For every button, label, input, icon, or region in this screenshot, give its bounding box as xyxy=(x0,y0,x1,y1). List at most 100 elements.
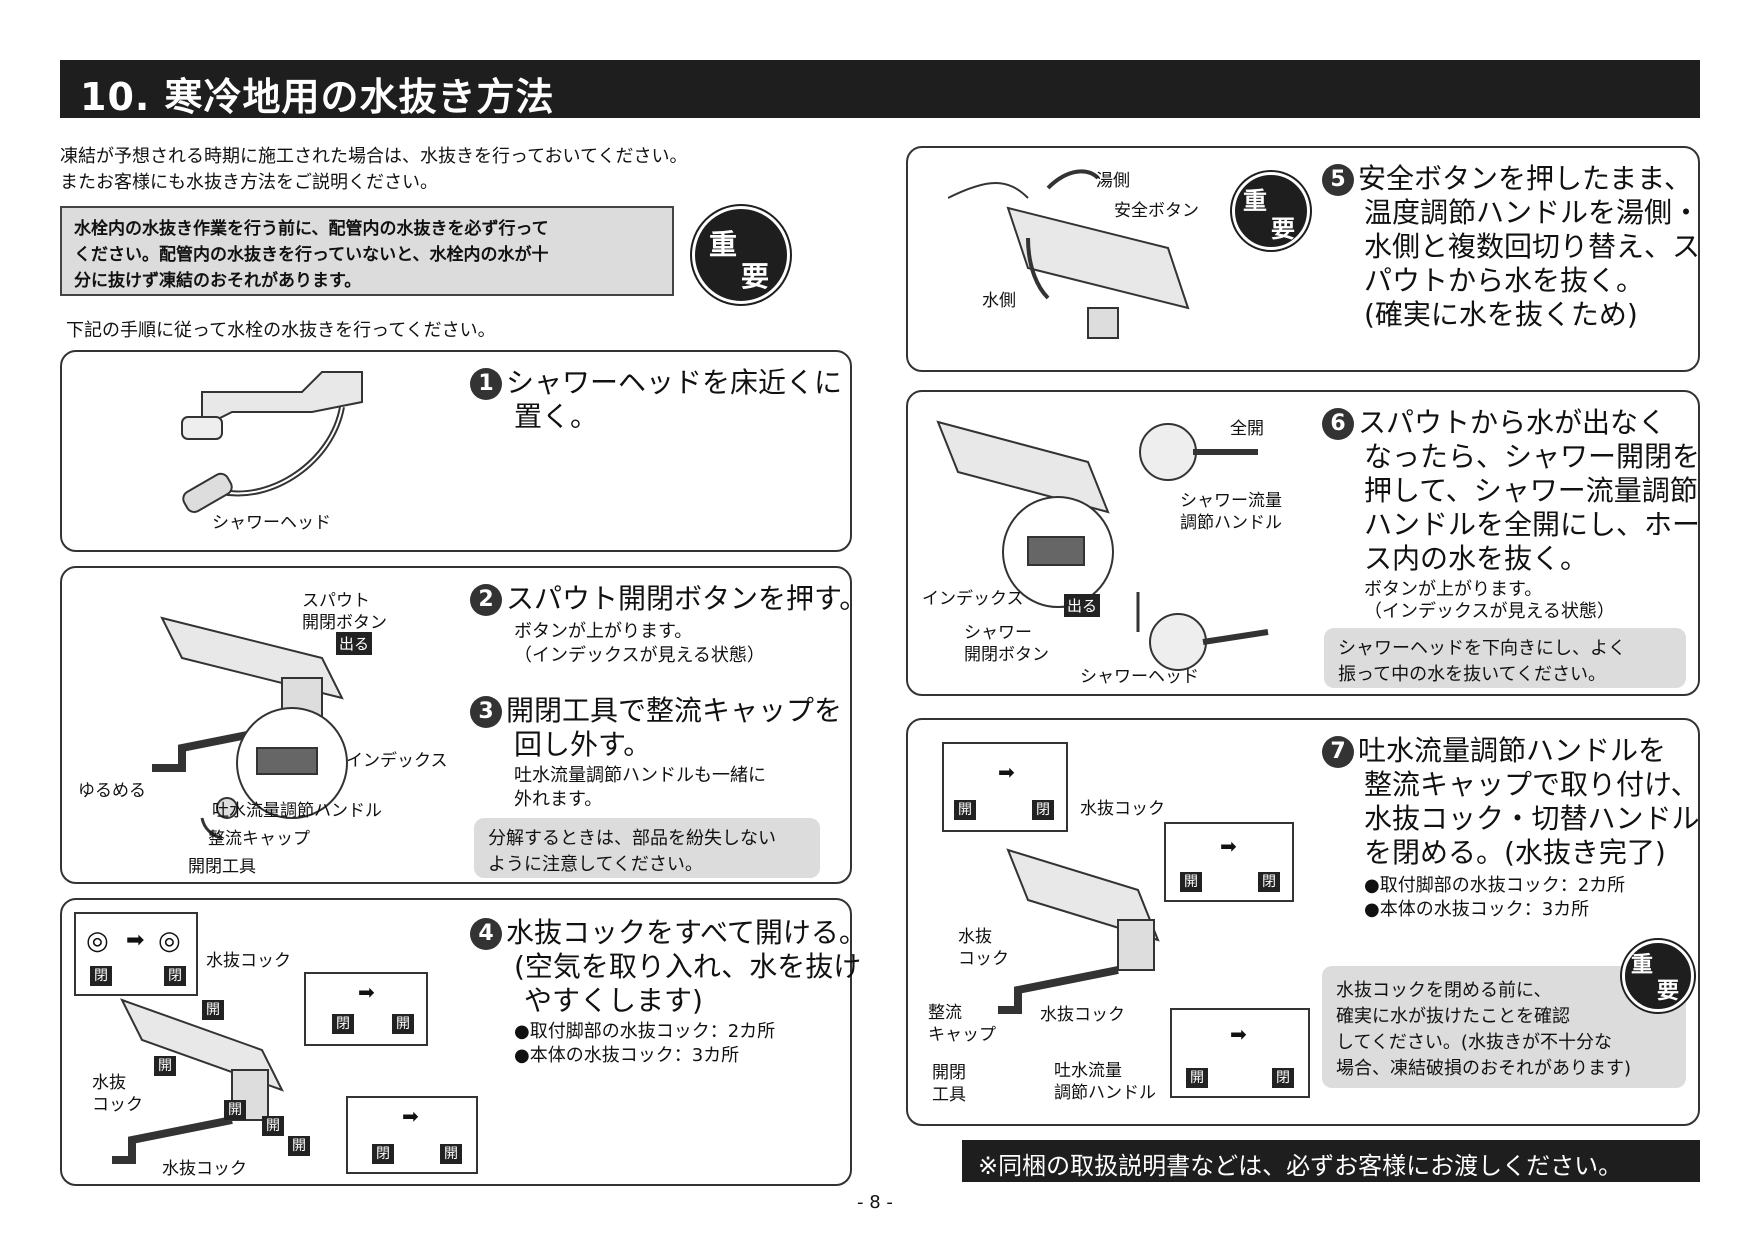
step-4-number: 4 xyxy=(470,918,502,950)
step-6-title-line-2: なったら、シャワー開閉を xyxy=(1364,440,1701,473)
step-7-note-line-1: 水抜コックを閉める前に、 xyxy=(1336,980,1552,1001)
spout-button-illustration xyxy=(152,616,348,840)
step-7-title-line-1: 吐水流量調節ハンドルを xyxy=(1358,734,1667,767)
tag-open-4: 開 xyxy=(262,1116,284,1136)
step-7-number: 7 xyxy=(1322,736,1354,768)
step-6-note-line-1: シャワーヘッドを下向きにし、よく xyxy=(1338,638,1626,659)
tag-open-2: 開 xyxy=(154,1056,176,1076)
step-3-sub-2: 外れます。 xyxy=(514,789,603,810)
step-5-title-line-5: (確実に水を抜くため) xyxy=(1364,298,1638,331)
cock-inset-1: ◎ ➡ ◎ 閉 閉 xyxy=(74,912,198,996)
warning-line-3: 分に抜けず凍結のおそれがあります。 xyxy=(74,271,362,291)
step-2-3-panel: スパウト 開閉ボタン 出る インデックス ゆるめる 吐水流量調節ハンドル 整流キ… xyxy=(60,566,867,884)
step-2-sub-1: ボタンが上がります。 xyxy=(514,621,693,642)
step-4-panel: ◎ ➡ ◎ 閉 閉 水抜コック 開 開 開 開 開 水抜 コック 水抜コック 閉… xyxy=(60,898,867,1186)
handover-notice-text: ※同梱の取扱説明書などは、必ずお客様にお渡しください。 xyxy=(978,1152,1623,1180)
important-badge-step7: 重 要 xyxy=(1622,940,1694,1012)
label-showerhead: シャワーヘッド xyxy=(212,513,331,533)
tag-inset3-b: 開 xyxy=(440,1144,462,1164)
label-cock-b: コック xyxy=(92,1095,143,1115)
step-7-bullet-2: ●本体の水抜コック：3カ所 xyxy=(1364,899,1590,920)
label-drain-cock-s7: 水抜コック xyxy=(1080,799,1165,819)
step-7-title-line-4: を閉める。(水抜き完了) xyxy=(1364,836,1666,869)
label-handle-1: 吐水流量 xyxy=(1054,1061,1122,1081)
label-flow-handle-2: 調節ハンドル xyxy=(1180,513,1282,533)
step-3-sub-1: 吐水流量調節ハンドルも一緒に xyxy=(514,765,766,786)
step-6-number: 6 xyxy=(1322,408,1354,440)
tag-s7-i6-close: 閉 xyxy=(1272,1068,1294,1088)
section-header: 10. 寒冷地用の水抜き方法 xyxy=(60,60,1700,119)
tag-out: 出る xyxy=(336,632,373,655)
label-tool: 開閉工具 xyxy=(188,857,256,877)
arrow-right-icon: ➡ xyxy=(126,928,145,953)
step-3-caution-note: 分解するときは、部品を紛失しない ように注意してください。 xyxy=(474,818,820,878)
step-2-title-text: スパウト開閉ボタンを押す。 xyxy=(506,582,868,615)
step-6-note: シャワーヘッドを下向きにし、よく 振って中の水を抜いてください。 xyxy=(1324,628,1686,688)
procedure-intro: 下記の手順に従って水栓の水抜きを行ってください。 xyxy=(66,320,496,341)
label-loosen: ゆるめる xyxy=(78,781,146,801)
intro-line-1: 凍結が予想される時期に施工された場合は、水抜きを行っておいてください。 xyxy=(60,146,688,167)
label-spout-1: スパウト xyxy=(302,591,370,611)
label-showerhead-step6: シャワーヘッド xyxy=(1080,667,1199,687)
step-6-title-line-4: ハンドルを全開にし、ホー xyxy=(1364,508,1701,541)
label-handle-2: 調節ハンドル xyxy=(1054,1083,1156,1103)
cock-inset-4: ➡ 開 閉 xyxy=(942,742,1068,832)
step-5-title-line-4: パウトから水を抜く。 xyxy=(1364,264,1645,297)
intro-line-2: またお客様にも水抜き方法をご説明ください。 xyxy=(60,172,438,193)
important-badge-step5: 重 要 xyxy=(1232,172,1310,250)
label-cock-a-s7: 水抜 xyxy=(958,927,992,947)
step-3-note-line-1: 分解するときは、部品を紛失しない xyxy=(488,828,776,849)
important-char-2: 要 xyxy=(741,260,770,293)
tag-inset2-b: 開 xyxy=(392,1014,414,1034)
step-4-bullet-2: ●本体の水抜コック：3カ所 xyxy=(514,1045,740,1066)
temperature-handle-illustration xyxy=(948,169,1190,339)
step-1-number: 1 xyxy=(470,368,502,400)
shower-drain-illustration xyxy=(936,420,1269,671)
tag-inset2-a: 閉 xyxy=(332,1014,354,1034)
step-6-title-line-5: ス内の水を抜く。 xyxy=(1364,542,1589,575)
important-char-1: 重 xyxy=(1631,953,1654,978)
label-hot-side: 湯側 xyxy=(1096,171,1130,191)
step-7-bullet-1: ●取付脚部の水抜コック：2カ所 xyxy=(1364,875,1626,896)
label-cock-b-s7: コック xyxy=(958,949,1009,969)
step-6-panel: 全開 シャワー流量 調節ハンドル インデックス 出る シャワー 開閉ボタン シャ… xyxy=(906,390,1700,696)
cock-inset-3: 閉 開 ➡ xyxy=(346,1096,478,1174)
step-7-note-line-3: してください。(水抜きが不十分な xyxy=(1336,1032,1612,1053)
step-3-number: 3 xyxy=(470,696,502,728)
tag-open-3: 開 xyxy=(224,1100,246,1120)
step-7-note-line-4: 場合、凍結破損のおそれがあります) xyxy=(1336,1058,1632,1079)
step-6-note-line-2: 振って中の水を抜いてください。 xyxy=(1338,664,1607,685)
step-6-sub-1: ボタンが上がります。 xyxy=(1364,579,1543,600)
label-tool-1: 開閉 xyxy=(932,1063,966,1083)
important-badge: 重 要 xyxy=(692,206,790,304)
step-4-title-line-3: やすくします) xyxy=(524,984,703,1017)
step-7-note: 水抜コックを閉める前に、 確実に水が抜けたことを確認 してください。(水抜きが不… xyxy=(1322,966,1686,1088)
label-index: インデックス xyxy=(922,589,1024,609)
cock-inset-2: 閉 開 ➡ xyxy=(304,972,428,1046)
step-4-title-line-1: 水抜コックをすべて開ける。 xyxy=(506,916,867,949)
warning-line-1: 水栓内の水抜き作業を行う前に、配管内の水抜きを必ず行って xyxy=(74,219,549,239)
warning-line-2: ください。配管内の水抜きを行っていないと、水栓内の水が十 xyxy=(74,245,549,265)
tag-s7-i5-close: 閉 xyxy=(1258,872,1280,892)
step-7-title-line-2: 整流キャップで取り付け、 xyxy=(1364,768,1699,801)
tag-s7-i6-open: 開 xyxy=(1186,1068,1208,1088)
label-cock-a: 水抜 xyxy=(92,1073,126,1093)
tag-s7-open: 開 xyxy=(954,800,976,820)
tag-inset3-a: 閉 xyxy=(372,1144,394,1164)
step-5-title-line-1: 安全ボタンを押したまま、 xyxy=(1358,162,1693,195)
label-tool-2: 工具 xyxy=(932,1085,966,1105)
handover-notice: ※同梱の取扱説明書などは、必ずお客様にお渡しください。 xyxy=(962,1140,1700,1182)
important-char-2: 要 xyxy=(1657,979,1680,1004)
step-7-title-line-3: 水抜コック・切替ハンドル xyxy=(1364,802,1700,835)
label-cap-1: 整流 xyxy=(928,1003,962,1023)
step-3-title-line-1: 開閉工具で整流キャップを xyxy=(506,694,843,727)
label-index: インデックス xyxy=(346,751,448,771)
section-title: 10. 寒冷地用の水抜き方法 xyxy=(80,75,555,119)
